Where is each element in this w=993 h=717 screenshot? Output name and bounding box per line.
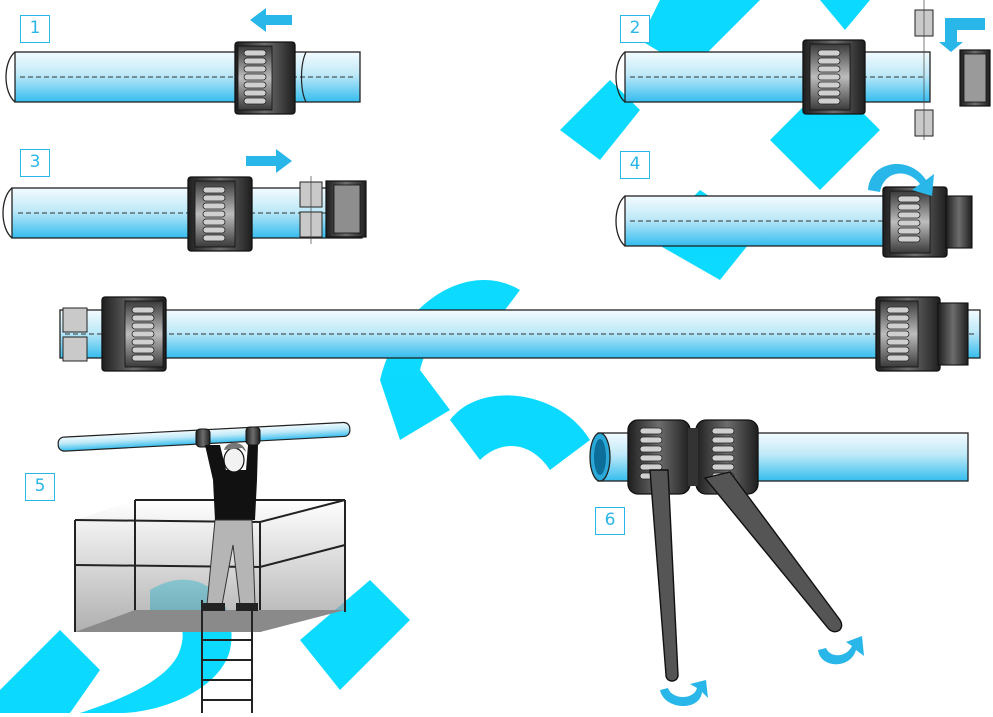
step-3-illustration [3,149,366,251]
step-1-illustration [6,8,360,114]
rotate-arrow-icon [660,680,708,706]
wrench-right [705,472,842,632]
assembled-pipe-illustration [60,297,980,371]
step-label-2: 2 [620,15,650,43]
step-6-illustration [590,420,968,706]
rotate-arrow-icon [818,636,864,664]
step-label-1: 1 [20,15,50,43]
step-label-3: 3 [20,149,50,177]
step-label-6: 6 [595,507,625,535]
step-label-5: 5 [25,473,55,501]
arrow-left-icon [250,8,292,32]
step-label-4: 4 [620,151,650,179]
step-4-illustration [616,164,972,257]
arrow-right-icon [246,149,292,173]
arrow-down-right-angle-icon [939,18,985,52]
wrench-left [650,470,678,681]
